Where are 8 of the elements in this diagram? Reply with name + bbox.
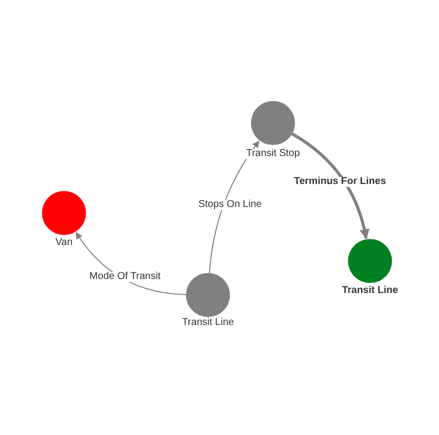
node-label: Transit Line — [342, 286, 398, 296]
node-label: Van — [55, 238, 73, 248]
arrow — [291, 132, 370, 240]
edge-label: Terminus For Lines — [292, 177, 388, 187]
node-label: Transit Line — [182, 318, 234, 328]
edge-label: Stops On Line — [197, 200, 263, 210]
edge-label: Mode Of Transit — [88, 272, 162, 282]
node-label: Transit Stop — [246, 149, 300, 159]
